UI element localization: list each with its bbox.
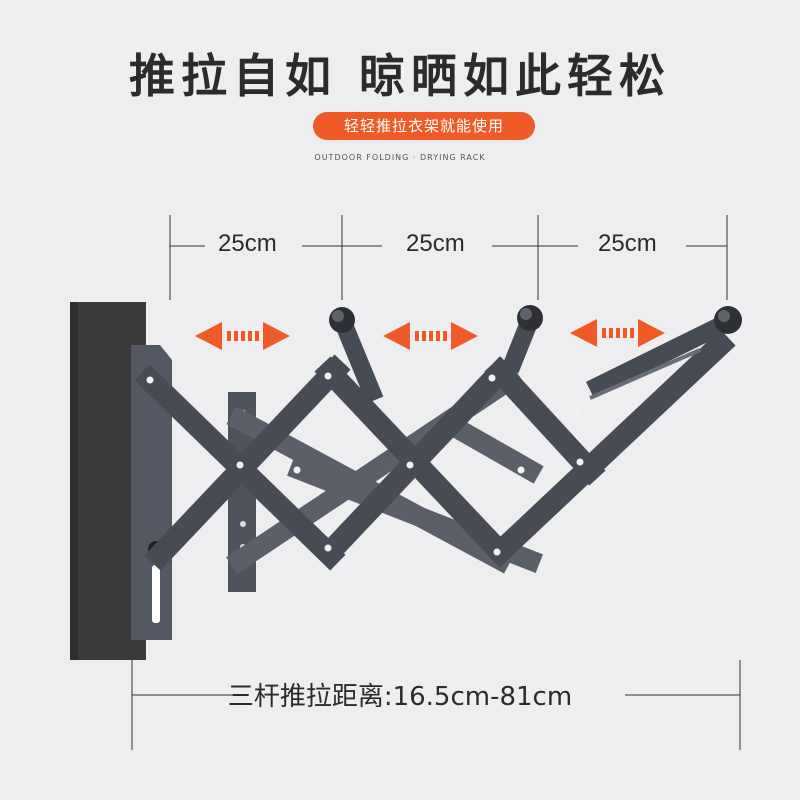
spacing-label-2: 25cm <box>406 230 465 257</box>
headline: 推拉自如 晾晒如此轻松 <box>128 49 671 103</box>
hanger-rod-1 <box>329 307 384 404</box>
scissor-arms <box>134 329 736 574</box>
top-dimension-lines <box>169 215 728 300</box>
hanger-rod-2 <box>501 305 543 374</box>
retraction-range-label: 三杆推拉距离:16.5cm-81cm <box>227 682 573 712</box>
push-pull-arrow-3 <box>570 319 665 347</box>
tagline: OUTDOOR FOLDING · DRYING RACK <box>314 153 486 162</box>
push-pull-arrow-2 <box>383 322 478 350</box>
bottom-dimension-line <box>131 660 741 750</box>
hanger-rod-3 <box>586 306 742 400</box>
subtitle-pill: 轻轻推拉衣架就能使用 <box>313 112 535 140</box>
push-pull-arrow-1 <box>195 322 290 350</box>
spacing-label-3: 25cm <box>598 230 657 257</box>
spacing-label-1: 25cm <box>218 230 277 257</box>
